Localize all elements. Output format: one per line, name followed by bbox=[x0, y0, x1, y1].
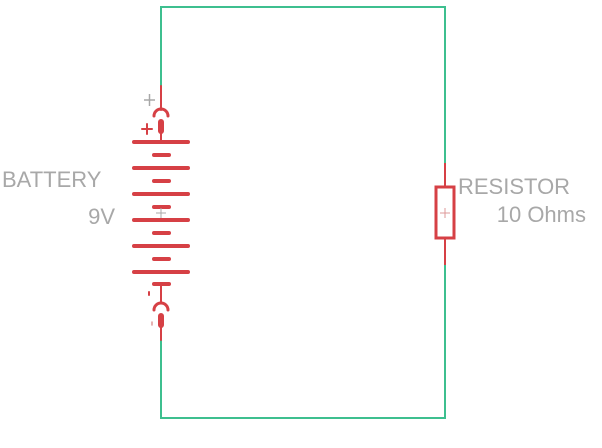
wire-bottom[interactable] bbox=[160, 265, 446, 419]
battery-name-label: BATTERY bbox=[2, 167, 102, 192]
wires bbox=[160, 6, 446, 419]
battery-value-label: 9V bbox=[88, 204, 115, 229]
plus-marker bbox=[144, 94, 166, 218]
resistor-value-label: 10 Ohms bbox=[496, 202, 586, 227]
resistor-symbol[interactable] bbox=[434, 163, 456, 265]
resistor-name-label: RESISTOR bbox=[458, 174, 571, 199]
battery-symbol[interactable] bbox=[132, 85, 190, 341]
wire-top[interactable] bbox=[160, 6, 446, 163]
